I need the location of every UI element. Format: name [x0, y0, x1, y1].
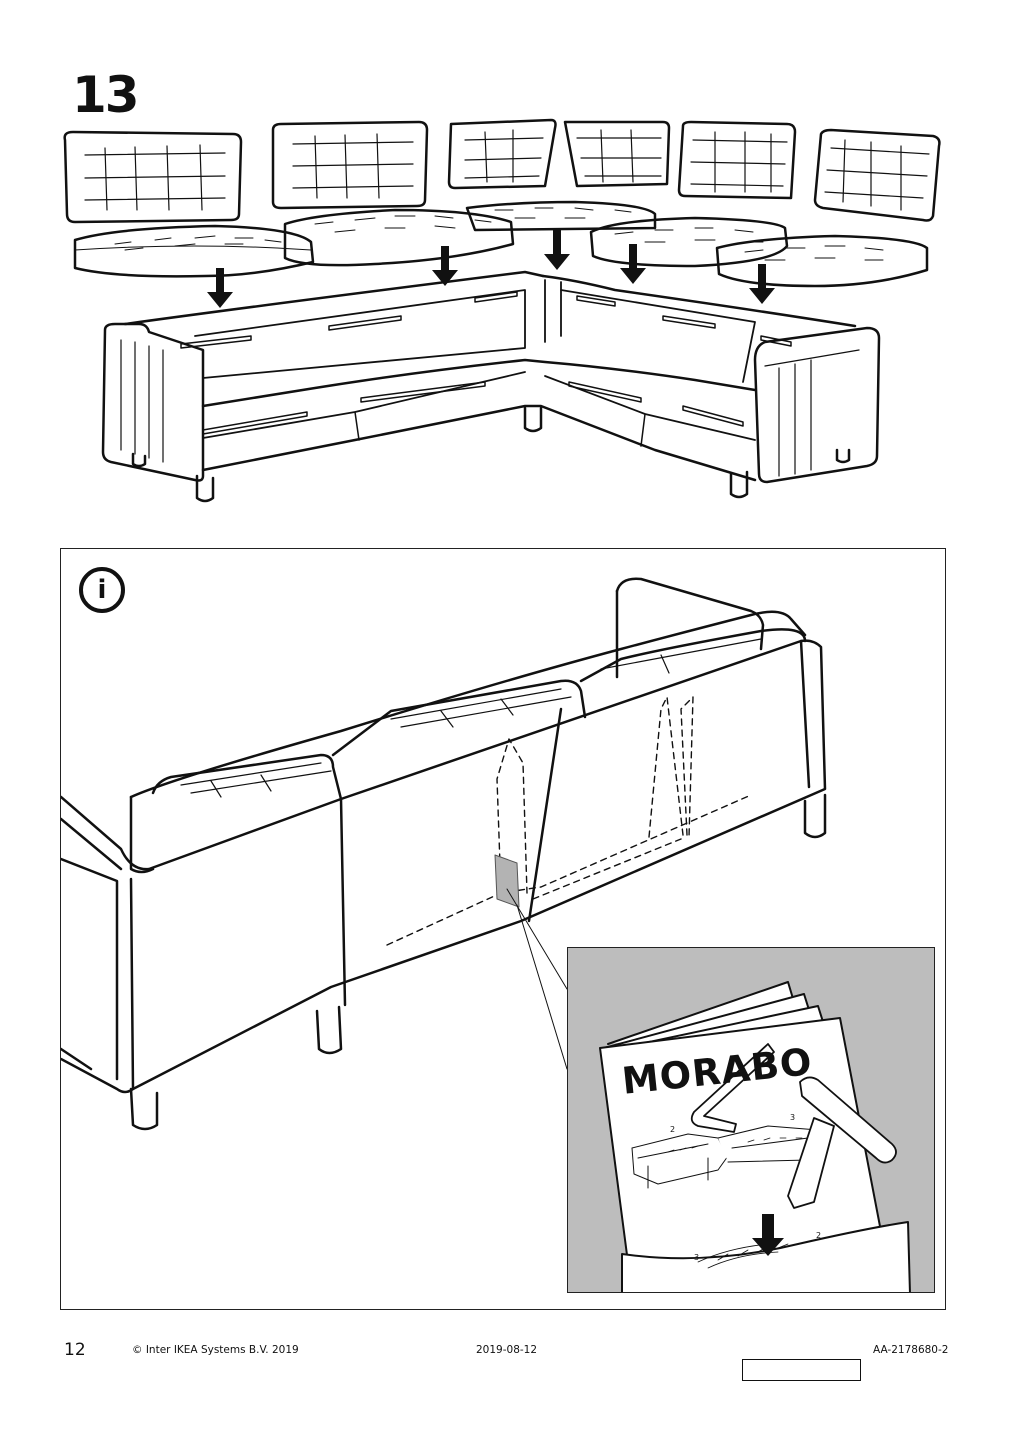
down-arrow-icon — [432, 246, 458, 286]
seat-cushion — [73, 224, 315, 278]
manual-in-pocket-illustration: 2 3 3 2 — [599, 981, 911, 1292]
down-arrow-icon — [749, 264, 775, 304]
callout-number: 2 — [670, 1125, 675, 1134]
sofa-back-view-illustration — [61, 577, 827, 1131]
print-date: 2019-08-12 — [476, 1344, 538, 1356]
back-cushion — [677, 120, 797, 200]
down-arrow-icon — [752, 1214, 784, 1256]
down-arrow-icon — [207, 268, 233, 308]
back-cushion — [63, 130, 243, 224]
callout-number: 3 — [694, 1253, 699, 1262]
down-arrow-icon — [620, 244, 646, 284]
callout-number: 3 — [790, 1113, 795, 1122]
down-arrow-icon — [544, 230, 570, 270]
sofa-frame — [101, 270, 881, 503]
page-number: 12 — [64, 1340, 86, 1360]
down-arrow-icons — [207, 230, 775, 308]
back-cushion — [271, 120, 429, 210]
info-icon-glyph: i — [97, 575, 107, 605]
document-id: AA-2178680-2 — [873, 1344, 949, 1356]
seat-cushion — [589, 216, 789, 268]
seat-cushion — [715, 234, 929, 288]
back-cushion — [447, 118, 557, 190]
step-number: 13 — [72, 66, 140, 124]
info-panel: i — [60, 548, 946, 1310]
seat-cushion — [465, 200, 657, 232]
back-cushion — [563, 120, 671, 188]
sofa-cushion-assembly-illustration — [63, 118, 941, 503]
seat-cushion — [283, 208, 515, 267]
manual-pocket-detail: 2 3 3 2 MORABO — [567, 947, 935, 1293]
info-icon: i — [79, 567, 125, 613]
blank-label-box — [742, 1359, 861, 1381]
callout-number: 2 — [816, 1231, 821, 1240]
back-cushion — [813, 128, 941, 222]
copyright: © Inter IKEA Systems B.V. 2019 — [132, 1344, 299, 1356]
